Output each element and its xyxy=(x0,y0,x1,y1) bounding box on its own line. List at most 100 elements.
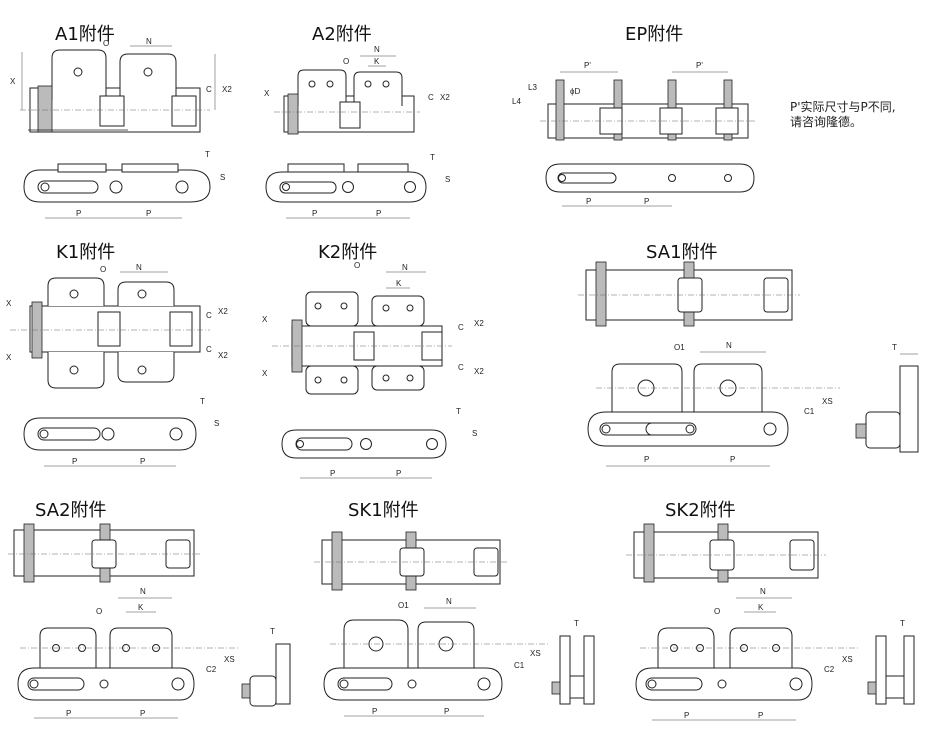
k2-pin-hole xyxy=(360,438,372,450)
a1-slot xyxy=(37,180,99,194)
sa1-side-plate xyxy=(899,365,919,453)
a2-dim-c: C xyxy=(428,93,434,102)
sk1-top-view xyxy=(314,531,508,591)
k1-dim-c: C xyxy=(206,345,212,354)
k1-dim-s: S xyxy=(214,419,219,428)
ep-top-view: P P xyxy=(545,163,755,207)
k2-dim-k: K xyxy=(396,279,402,288)
title-sa1: SA1附件 xyxy=(646,242,718,263)
sa2-side-plate xyxy=(275,643,291,705)
ep-note-line2: 请咨询隆德。 xyxy=(790,115,863,129)
k2-dim-c: C xyxy=(458,363,464,372)
sk2-side-roller xyxy=(885,675,905,699)
sa1-front-view: P P N O1 C1 XS xyxy=(587,341,840,467)
sa1-slot xyxy=(645,422,697,436)
sa1-pin-hole xyxy=(763,422,777,436)
a1-dim-o: O xyxy=(103,39,109,48)
ep-dim-p: P xyxy=(586,197,591,206)
sk1-dim-c1: C1 xyxy=(514,661,525,670)
sa1-dim-p: P xyxy=(644,455,649,464)
a2-front-view: X C X2 N K O xyxy=(264,45,450,135)
k1-dim-t: T xyxy=(200,397,205,406)
sk2-front-view: P P N K O C2 XS xyxy=(635,587,858,721)
a2-dim-s: S xyxy=(445,175,450,184)
sk2-dim-c2: C2 xyxy=(824,665,835,674)
sa1-dim-t: T xyxy=(892,343,897,352)
k1-hole xyxy=(69,365,79,375)
k1-hole xyxy=(137,289,147,299)
a1-dim-p: P xyxy=(76,209,81,218)
a2-tab xyxy=(357,163,409,173)
ep-front-view: P' P' ϕD L3 L4 xyxy=(512,61,756,141)
a2-dim-o: O xyxy=(343,57,349,66)
sk1-slot xyxy=(337,677,393,691)
sk1-pin-hole xyxy=(339,679,349,689)
a1-top-view: P P T S xyxy=(23,150,225,219)
sk2-top-view xyxy=(626,523,826,583)
k1-dim-p: P xyxy=(72,457,77,466)
k1-dim-n: N xyxy=(136,263,142,272)
sk2-pin-hole xyxy=(789,677,803,691)
a2-dim-p: P xyxy=(312,209,317,218)
sa2-pin-hole xyxy=(29,679,39,689)
k2-hole xyxy=(314,376,322,384)
sk1-pin-hole xyxy=(407,679,417,689)
k1-hole xyxy=(69,289,79,299)
sk1-dim-t: T xyxy=(574,619,579,628)
a1-roller xyxy=(171,95,197,127)
ep-pin-hole xyxy=(558,174,566,182)
a2-pin-hole xyxy=(282,183,290,191)
k1-front-view: X X C C X2 X2 N O xyxy=(6,263,228,389)
a1-dim-c: C xyxy=(206,85,212,94)
sk1-dim-o1: O1 xyxy=(398,601,409,610)
ep-dim-pp: P' xyxy=(584,61,591,70)
sk1-dim-p: P xyxy=(372,707,377,716)
sa2-slot xyxy=(27,677,85,691)
k1-dim-x2: X2 xyxy=(218,307,228,316)
a1-dim-p: P xyxy=(146,209,151,218)
a1-hole xyxy=(143,67,153,77)
a2-hole xyxy=(308,80,316,88)
a1-attachment-plate-right xyxy=(119,53,177,100)
a1-roller xyxy=(99,95,125,127)
sa1-dim-xs: XS xyxy=(822,397,833,406)
title-ep: EP附件 xyxy=(625,24,684,45)
sa1-pin-hole xyxy=(601,424,611,434)
a2-hole xyxy=(364,80,372,88)
a1-dim-s: S xyxy=(220,173,225,182)
k2-hole xyxy=(406,374,414,382)
k2-dim-x: X xyxy=(262,315,268,324)
title-k1: K1附件 xyxy=(56,242,116,263)
ep-note-line1: P'实际尺寸与P不同, xyxy=(790,100,896,114)
k2-top-view: P P T S xyxy=(281,407,477,479)
ep-dim-p: P xyxy=(644,197,649,206)
title-a2: A2附件 xyxy=(312,24,372,45)
sa1-dim-p: P xyxy=(730,455,735,464)
sk2-side-view: T xyxy=(867,619,915,705)
k1-pin-hole xyxy=(101,427,115,441)
k2-dim-x: X xyxy=(262,369,268,378)
a2-attachment-plate xyxy=(353,71,403,106)
title-sa2: SA2附件 xyxy=(35,500,107,521)
sk1-front-view: P P N O1 C1 XS xyxy=(323,597,550,717)
k2-slot xyxy=(295,437,353,451)
sa2-dim-p: P xyxy=(140,709,145,718)
k1-roller xyxy=(169,311,193,347)
k2-hole xyxy=(406,304,414,312)
a2-dim-p: P xyxy=(376,209,381,218)
title-sk1: SK1附件 xyxy=(348,500,419,521)
k2-plate-upper xyxy=(371,295,425,327)
sa1-side-view: T xyxy=(855,343,919,453)
a2-slot xyxy=(279,181,337,194)
k2-plate-lower xyxy=(371,365,425,391)
k2-dim-p: P xyxy=(396,469,401,478)
ep-pin-hole xyxy=(724,174,732,182)
a1-dim-x: X xyxy=(10,77,16,86)
a2-roller xyxy=(339,101,361,129)
k1-hole xyxy=(137,365,147,375)
sa1-dim-o1: O1 xyxy=(674,343,685,352)
sk1-side-view: T xyxy=(551,619,595,705)
a1-dim-n: N xyxy=(146,37,152,46)
k1-dim-c: C xyxy=(206,311,212,320)
